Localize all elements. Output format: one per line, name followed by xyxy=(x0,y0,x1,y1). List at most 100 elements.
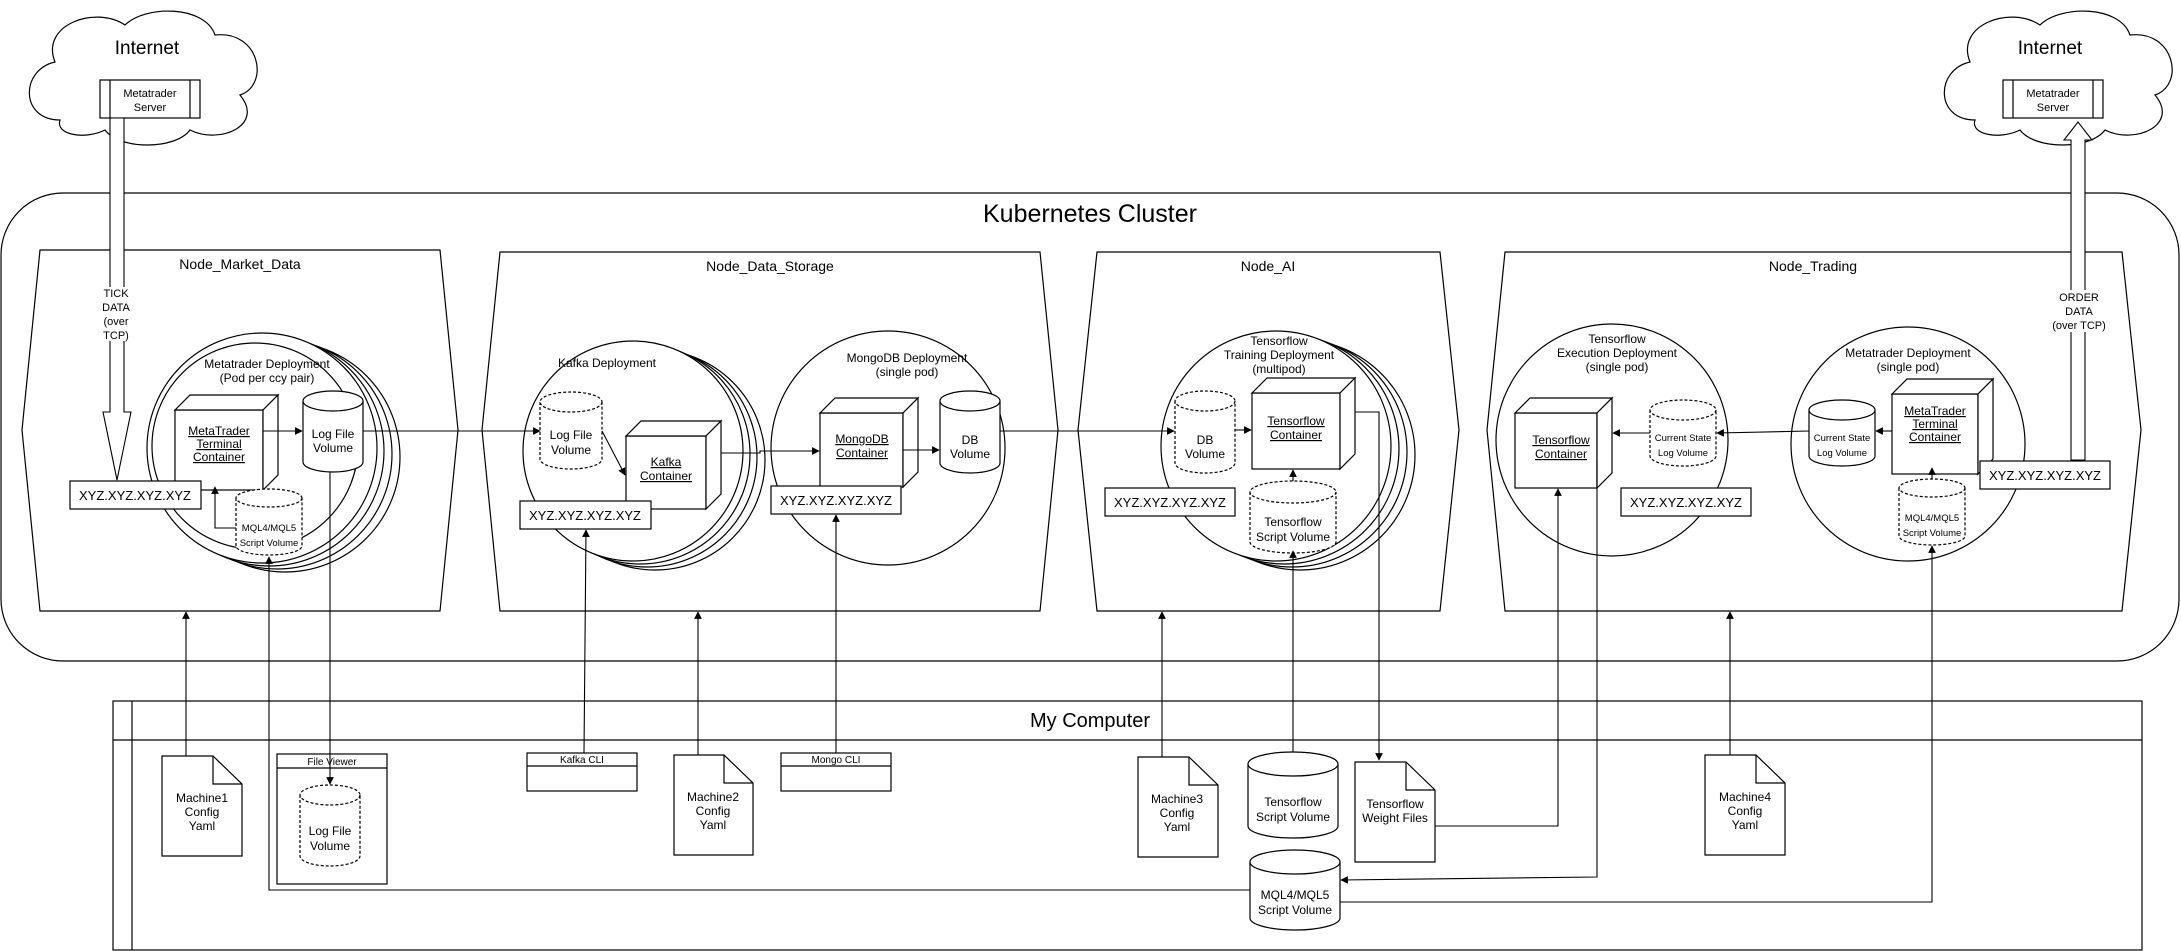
machine1-label: Machine1 Config Yaml xyxy=(176,791,228,833)
svg-text:MQL4/MQL5: MQL4/MQL5 xyxy=(1261,888,1330,902)
server-label-right-2: Server xyxy=(2037,102,2070,114)
tf-script-volume-cluster-label: Tensorflow Script Volume xyxy=(1256,515,1330,544)
log-file-volume-1-label: Log File Volume xyxy=(312,427,355,455)
svg-text:Tensorflow: Tensorflow xyxy=(1267,414,1325,428)
svg-text:Tensorflow: Tensorflow xyxy=(1250,334,1308,348)
node-ai xyxy=(1077,251,1460,612)
current-state-log-volume-2 xyxy=(1808,399,1876,467)
ip-box-tf-execution xyxy=(1620,487,1752,517)
kafka-container-label: Kafka Container xyxy=(640,455,692,483)
svg-text:MetaTrader: MetaTrader xyxy=(1904,404,1966,418)
ai-db-volume xyxy=(1174,390,1236,474)
svg-text:Container: Container xyxy=(1270,428,1322,442)
node-ai-title: Node_AI xyxy=(1241,258,1295,274)
ip-box-mongodb xyxy=(770,485,902,515)
tick-data-label: TICK DATA (over TCP) xyxy=(93,287,137,342)
mt-terminal-container-2-label: MetaTrader Terminal Container xyxy=(1904,404,1966,444)
ip-text-mongodb: XYZ.XYZ.XYZ.XYZ xyxy=(780,493,892,508)
svg-text:(single pod): (single pod) xyxy=(876,365,939,379)
tf-script-local-label: Tensorflow Script Volume xyxy=(1256,795,1330,824)
ai-db-volume-label: DB Volume xyxy=(1185,433,1225,461)
kafka-log-volume-label: Log File Volume xyxy=(550,428,593,457)
svg-text:Kafka: Kafka xyxy=(651,455,682,469)
svg-text:Current State: Current State xyxy=(1814,433,1871,444)
machine4-label: Machine4 Config Yaml xyxy=(1719,790,1771,832)
mongodb-deployment-label: MongoDB Deployment (single pod) xyxy=(847,351,968,379)
node-trading xyxy=(1486,251,2142,612)
svg-text:MQL4/MQL5: MQL4/MQL5 xyxy=(242,523,296,534)
file-viewer-title: File Viewer xyxy=(307,757,357,768)
svg-text:Config: Config xyxy=(1728,804,1763,818)
log-file-volume-1 xyxy=(302,390,364,473)
internet-label-left: Internet xyxy=(115,38,180,59)
svg-text:Container: Container xyxy=(1909,430,1961,444)
tensorflow-execution-container xyxy=(1513,396,1614,490)
svg-text:MetaTrader: MetaTrader xyxy=(188,424,250,438)
svg-text:MongoDB Deployment: MongoDB Deployment xyxy=(847,351,968,365)
node-trading-title: Node_Trading xyxy=(1769,258,1857,274)
ip-text-tf-execution: XYZ.XYZ.XYZ.XYZ xyxy=(1630,495,1742,510)
tf-execution-container-label: Tensorflow Container xyxy=(1532,433,1590,461)
svg-text:Metatrader Deployment: Metatrader Deployment xyxy=(1845,346,1971,360)
machine4-config-file xyxy=(1704,754,1786,856)
order-data-label: ORDER DATA (over TCP) xyxy=(2050,290,2108,332)
tf-weights-label: Tensorflow Weight Files xyxy=(1362,797,1428,825)
db-volume-label: DB Volume xyxy=(950,433,990,461)
svg-text:DB: DB xyxy=(962,433,979,447)
mql-script-volume-1 xyxy=(235,488,303,556)
metatrader-trading-deployment-label: Metatrader Deployment (single pod) xyxy=(1845,346,1971,374)
svg-text:Script Volume: Script Volume xyxy=(240,538,299,549)
svg-text:Tensorflow: Tensorflow xyxy=(1264,795,1322,809)
machine2-label: Machine2 Config Yaml xyxy=(687,790,739,832)
kubernetes-cluster xyxy=(0,192,2180,662)
svg-text:Weight Files: Weight Files xyxy=(1362,811,1428,825)
internet-cloud-left xyxy=(28,10,258,146)
mt-terminal-container-1 xyxy=(173,393,280,492)
internet-cloud-right xyxy=(1943,10,2173,146)
svg-text:Script Volume: Script Volume xyxy=(1256,530,1330,544)
svg-text:Config: Config xyxy=(696,804,731,818)
server-label-right-1: Metatrader xyxy=(2026,88,2080,100)
tensorflow-execution-deployment xyxy=(1495,323,1729,557)
mql-script-volume-2 xyxy=(1898,478,1966,546)
svg-text:(multipod): (multipod) xyxy=(1252,362,1305,376)
svg-text:DB: DB xyxy=(1197,433,1214,447)
svg-text:Tensorflow: Tensorflow xyxy=(1366,797,1424,811)
metatrader-deployment-trading xyxy=(1790,326,2026,562)
ip-box-trading xyxy=(1979,460,2111,490)
metatrader-server-right xyxy=(2002,79,2104,119)
my-computer-title: My Computer xyxy=(1030,710,1150,732)
mt-terminal-container-1-label: MetaTrader Terminal Container xyxy=(188,424,250,464)
svg-text:Container: Container xyxy=(640,469,692,483)
mt-terminal-container-2 xyxy=(1890,377,1995,476)
svg-text:Config: Config xyxy=(185,805,220,819)
svg-text:(over: (over xyxy=(103,316,128,328)
ip-text-trading: XYZ.XYZ.XYZ.XYZ xyxy=(1989,468,2101,483)
svg-text:Current State: Current State xyxy=(1655,433,1712,444)
svg-text:(Pod per ccy pair): (Pod per ccy pair) xyxy=(220,371,315,385)
svg-text:Log File: Log File xyxy=(550,428,593,442)
svg-text:Container: Container xyxy=(193,450,245,464)
file-viewer-volume-label: Log File Volume xyxy=(309,824,352,853)
server-label-left-1: Metatrader xyxy=(123,88,177,100)
svg-text:Machine4: Machine4 xyxy=(1719,790,1771,804)
node-market-title: Node_Market_Data xyxy=(179,256,301,272)
svg-text:Script Volume: Script Volume xyxy=(1903,528,1962,539)
svg-text:(single pod): (single pod) xyxy=(1877,360,1940,374)
tf-training-deployment-label: Tensorflow Training Deployment (multipod… xyxy=(1224,334,1335,376)
ip-box-kafka xyxy=(519,500,652,530)
svg-text:Log Volume: Log Volume xyxy=(1658,448,1708,459)
svg-text:(single pod): (single pod) xyxy=(1586,360,1649,374)
ip-box-market xyxy=(69,480,202,510)
tf-execution-deployment-label: Tensorflow Execution Deployment (single … xyxy=(1557,332,1678,374)
mongo-cli-window xyxy=(780,752,892,792)
ip-text-market: XYZ.XYZ.XYZ.XYZ xyxy=(79,488,191,503)
mongo-cli-title: Mongo CLI xyxy=(812,755,861,766)
svg-text:Yaml: Yaml xyxy=(1732,818,1758,832)
current-state-1-label: Current State Log Volume xyxy=(1655,433,1712,459)
cluster-title: Kubernetes Cluster xyxy=(983,200,1197,228)
svg-text:TICK: TICK xyxy=(103,288,129,300)
svg-text:Tensorflow: Tensorflow xyxy=(1532,433,1590,447)
